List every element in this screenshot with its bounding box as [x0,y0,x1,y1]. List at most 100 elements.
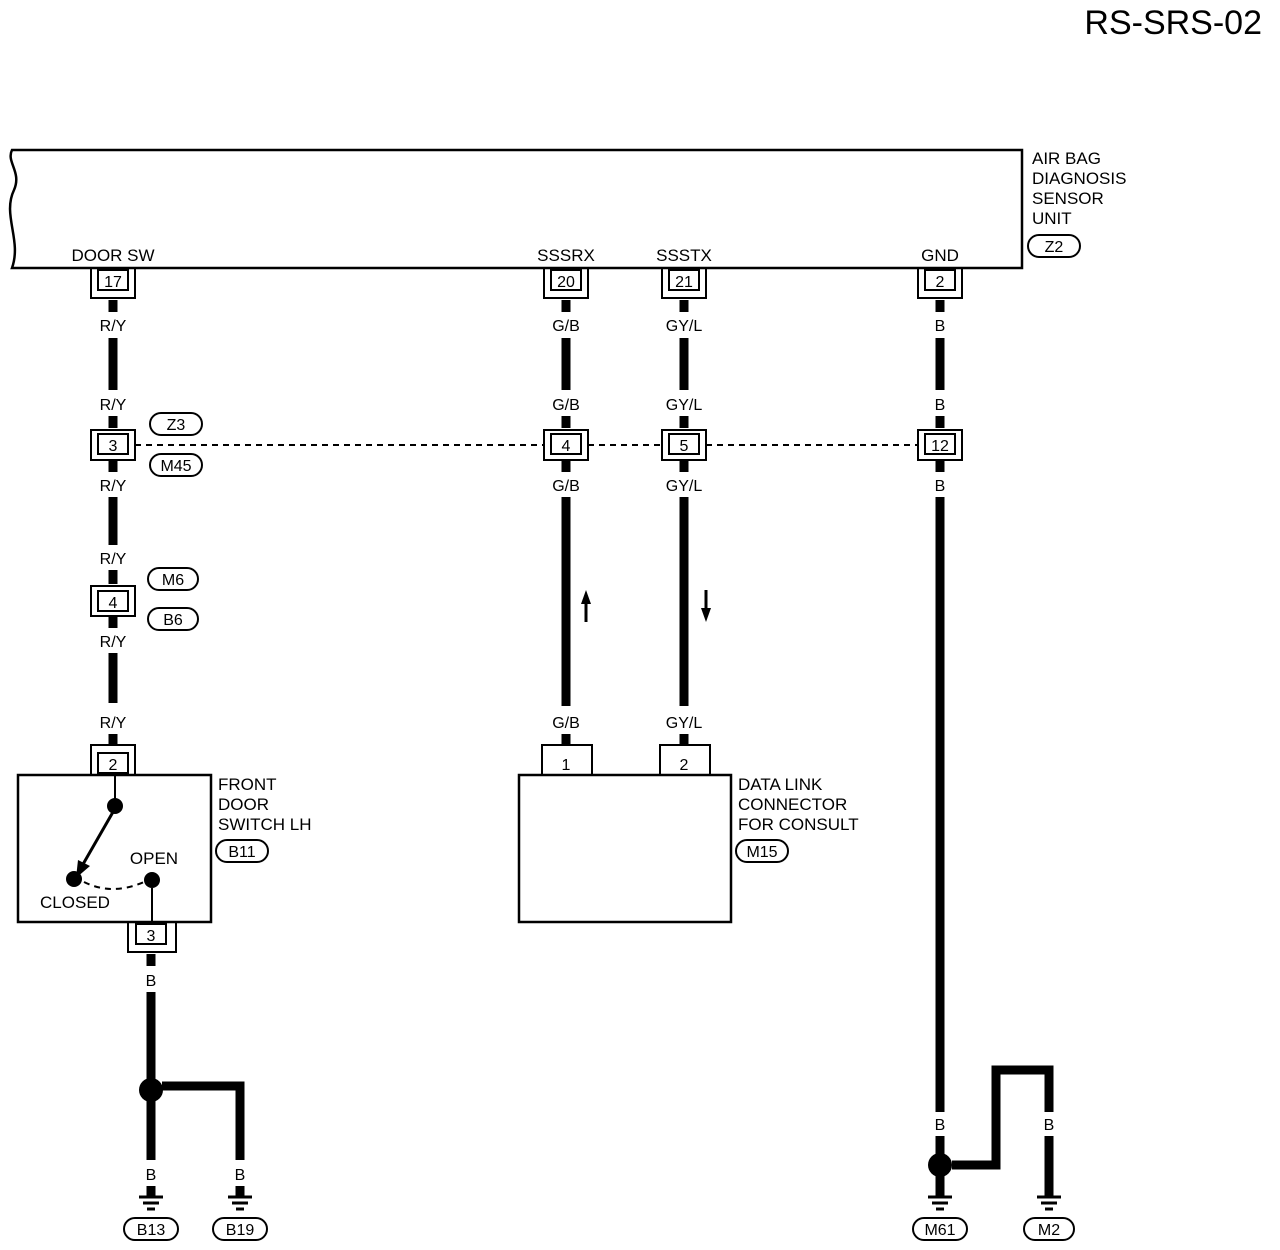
wire-color-gnd-2: B [935,397,946,414]
switch-state-open: OPEN [130,849,178,868]
front-door-switch-connector-badge [215,839,269,863]
unit-terminal-21: 21 [661,268,707,299]
wire-color-door-sw-1: R/Y [100,318,127,335]
unit-terminal-17: 17 [90,268,136,299]
switch-closed-contact [66,871,82,887]
switch-state-closed: CLOSED [40,893,110,912]
wire-gnd-branch [952,1065,1054,1170]
door-switch-pin-2-connector: 2 [90,744,136,775]
ground-b19-badge [212,1217,268,1241]
joint-1-pin-5-label: 5 [680,438,689,455]
wire-color-ssstx-4: GY/L [666,715,703,732]
front-door-switch-name-line-3: SWITCH LH [218,815,312,834]
unit-pin-20: 20 [557,274,575,291]
wire-color-door-ground-1: B [146,973,157,990]
gnd-splice-dot [928,1153,952,1177]
data-link-pin-2-connector: 2 [659,744,711,775]
joint-2-connector-badge-top [147,567,199,591]
joint-2-pin-4: 4 [90,585,136,617]
joint-1-connector-bottom: M45 [160,458,191,475]
wire-color-gnd-3: B [935,478,946,495]
joint-1-pin-4-label: 4 [562,438,571,455]
wire-color-door-sw-4: R/Y [100,551,127,568]
wire-color-ground-b19: B [235,1167,246,1184]
air-bag-unit-name-line-4: UNIT [1032,209,1072,228]
switch-pivot-dot [107,798,123,814]
ground-symbol-m61 [928,1195,952,1211]
front-door-switch-name-line-1: FRONT [218,775,277,794]
signal-arrow-down [701,590,711,622]
ground-m61-badge [912,1217,968,1241]
air-bag-unit-box [8,148,1024,270]
data-link-connector-label: M15 [746,844,777,861]
data-link-connector-badge [735,839,789,863]
wire-color-ground-b13: B [146,1167,157,1184]
joint-1-pin-3: 3 [90,429,136,461]
unit-terminal-2: 2 [917,268,963,299]
ground-symbol-m2 [1037,1195,1061,1211]
air-bag-unit-name-line-1: AIR BAG [1032,149,1101,168]
data-link-pin-1-connector: 1 [541,744,593,775]
door-switch-pin-3-connector: 3 [127,922,177,953]
joint-1-connector-badge-top [149,412,203,436]
wire-color-ssstx-1: GY/L [666,318,703,335]
wire-color-ground-m2: B [1044,1117,1055,1134]
ground-b19-label: B19 [226,1222,255,1239]
signal-arrow-up [581,590,591,622]
wire-color-gnd-branch: B [991,1117,1002,1134]
terminal-label-sssrx: SSSRX [537,246,595,265]
air-bag-unit-name-line-2: DIAGNOSIS [1032,169,1126,188]
wire-color-door-sw-2: R/Y [100,397,127,414]
joint-1-connector-badge-bottom [149,453,203,477]
switch-lever [80,811,115,867]
wire-color-sssrx-2: G/B [552,397,580,414]
wire-color-door-sw-3: R/Y [100,478,127,495]
switch-travel-path [83,881,145,890]
data-link-connector-box [517,773,733,924]
door-switch-pin-3: 3 [147,928,156,945]
wire-color-ssstx-3: GY/L [666,478,703,495]
joint-1-pin-12: 12 [917,429,963,461]
terminal-label-door-sw: DOOR SW [71,246,154,265]
unit-pin-2: 2 [936,274,945,291]
wire-color-sssrx-4: G/B [552,715,580,732]
front-door-switch-connector: B11 [228,844,255,861]
joint-2-connector-top: M6 [162,572,184,589]
ground-symbol-b19 [228,1195,252,1211]
ground-m2-badge [1023,1217,1075,1241]
switch-open-contact [144,872,160,888]
wire-color-gnd-1: B [935,318,946,335]
air-bag-unit-connector-badge [1027,234,1081,258]
data-link-name-line-2: CONNECTOR [738,795,847,814]
data-link-pin-2: 2 [680,757,689,774]
ground-m2-label: M2 [1038,1222,1060,1239]
front-door-switch-name-line-2: DOOR [218,795,269,814]
joint-1-pin-4: 4 [543,429,589,461]
ground-m61-label: M61 [924,1222,955,1239]
wire-color-door-sw-5: R/Y [100,634,127,651]
ground-b13-badge [123,1217,179,1241]
wire-color-sssrx-3: G/B [552,478,580,495]
joint-1-pin-3-label: 3 [109,438,118,455]
wire-color-door-sw-6: R/Y [100,715,127,732]
ground-symbol-b13 [139,1195,163,1211]
unit-pin-21: 21 [675,274,693,291]
unit-terminal-20: 20 [543,268,589,299]
joint-1-pin-5: 5 [661,429,707,461]
wire-color-gnd-4: B [935,1117,946,1134]
joint-2-connector-bottom: B6 [163,612,183,629]
unit-pin-17: 17 [104,274,122,291]
ground-b13-label: B13 [137,1222,166,1239]
data-link-name-line-3: FOR CONSULT [738,815,859,834]
joint-1-pin-12-label: 12 [931,438,949,455]
door-switch-pin-2: 2 [109,757,118,774]
page-id: RS-SRS-02 [1084,4,1262,42]
terminal-label-ssstx: SSSTX [656,246,712,265]
data-link-name-line-1: DATA LINK [738,775,823,794]
joint-2-connector-badge-bottom [147,607,199,631]
air-bag-unit-name-line-3: SENSOR [1032,189,1104,208]
wire-door-ground-branch [162,1081,245,1160]
wire-color-sssrx-1: G/B [552,318,580,335]
air-bag-unit-connector-label: Z2 [1045,239,1064,256]
